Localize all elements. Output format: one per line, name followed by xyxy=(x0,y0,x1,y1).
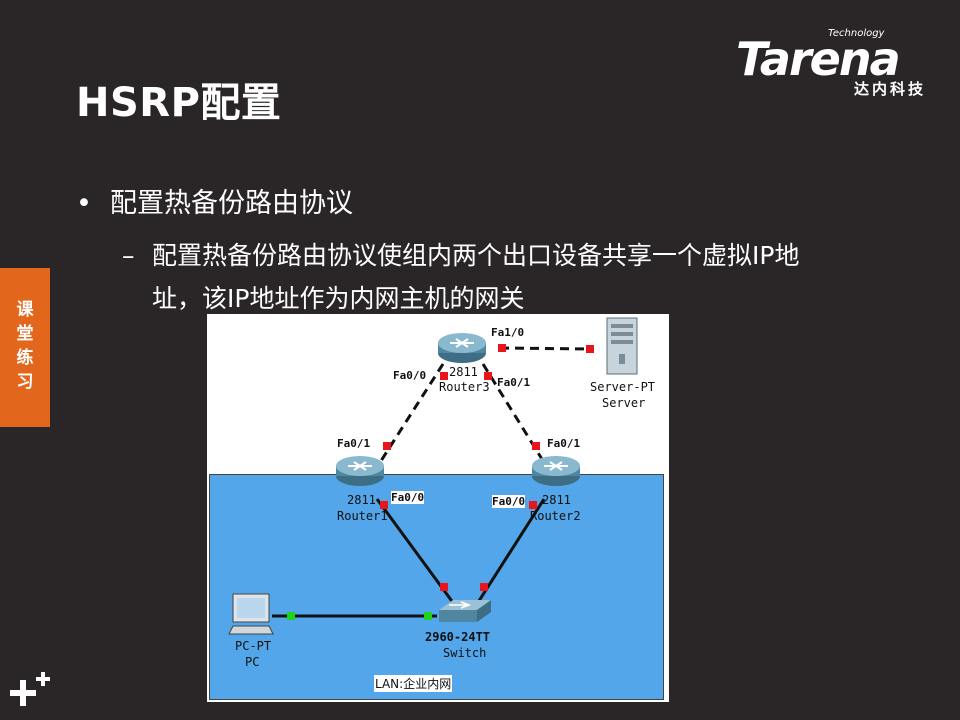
port-indicator xyxy=(480,583,488,591)
link-router2-switch xyxy=(475,498,546,605)
server-name: Server xyxy=(602,396,646,410)
port-indicator xyxy=(440,372,448,380)
lan-label: LAN:企业内网 xyxy=(374,675,453,692)
plus-logo-icon xyxy=(10,672,50,706)
port-indicator xyxy=(380,501,388,509)
network-topology-diagram: Fa1/0 Fa0/0 Fa0/1 2811 Router3 Server-PT… xyxy=(207,314,669,702)
router3-name: Router3 xyxy=(439,380,490,394)
port-label-r3-fa10: Fa1/0 xyxy=(491,326,525,339)
tarena-logo: Technology Tarena 达内科技 xyxy=(736,22,926,102)
port-indicator xyxy=(424,612,432,620)
switch-model: 2960-24TT xyxy=(425,630,491,644)
port-indicator xyxy=(586,345,594,353)
port-indicator xyxy=(498,344,506,352)
port-label-r1-fa00: Fa0/0 xyxy=(391,491,425,504)
lan-area xyxy=(209,474,664,700)
port-indicator xyxy=(532,442,540,450)
router2-model: 2811 xyxy=(542,493,571,507)
server-model: Server-PT xyxy=(590,380,656,394)
sub-bullet-text: 配置热备份路由协议使组内两个出口设备共享一个虚拟IP地址，该IP地址作为内网主机… xyxy=(152,241,800,313)
bullet-text: 配置热备份路由协议 xyxy=(110,188,353,219)
port-label-r2-fa01: Fa0/1 xyxy=(547,437,581,450)
sub-bullet: – 配置热备份路由协议使组内两个出口设备共享一个虚拟IP地址，该IP地址作为内网… xyxy=(122,234,842,320)
sub-dash: – xyxy=(122,241,135,270)
router2-icon[interactable] xyxy=(532,456,580,486)
router3-model: 2811 xyxy=(449,365,478,379)
pc-name: PC xyxy=(245,655,260,669)
port-label-r3-fa01: Fa0/1 xyxy=(497,376,531,389)
server-icon[interactable] xyxy=(606,317,638,375)
router1-icon[interactable] xyxy=(336,456,384,486)
port-indicator xyxy=(484,372,492,380)
router1-model: 2811 xyxy=(347,493,376,507)
port-indicator xyxy=(529,501,537,509)
bullet-item: • 配置热备份路由协议 xyxy=(76,181,353,220)
router2-name: Router2 xyxy=(530,509,581,523)
router3-icon[interactable] xyxy=(438,333,486,363)
port-indicator xyxy=(383,442,391,450)
port-indicator xyxy=(440,583,448,591)
logo-tech-text: Technology xyxy=(828,28,885,39)
logo-wordmark: Tarena xyxy=(736,32,901,86)
side-tab-label: 课堂练习 xyxy=(16,300,34,392)
pc-model: PC-PT xyxy=(235,639,272,653)
side-tab-classroom-practice: 课堂练习 xyxy=(0,268,50,427)
switch-name: Switch xyxy=(443,646,487,660)
switch-icon[interactable] xyxy=(439,600,491,622)
port-indicator xyxy=(287,612,295,620)
slide-title: HSRP配置 xyxy=(76,80,282,126)
logo-chinese: 达内科技 xyxy=(853,80,926,98)
port-label-r3-fa00: Fa0/0 xyxy=(393,369,427,382)
topology-links xyxy=(228,317,638,635)
port-label-r2-fa00: Fa0/0 xyxy=(492,495,526,508)
link-router3-server xyxy=(499,346,592,351)
router1-name: Router1 xyxy=(337,509,388,523)
pc-icon[interactable] xyxy=(228,593,274,635)
bullet-symbol: • xyxy=(76,188,92,219)
port-label-r1-fa01: Fa0/1 xyxy=(337,437,371,450)
